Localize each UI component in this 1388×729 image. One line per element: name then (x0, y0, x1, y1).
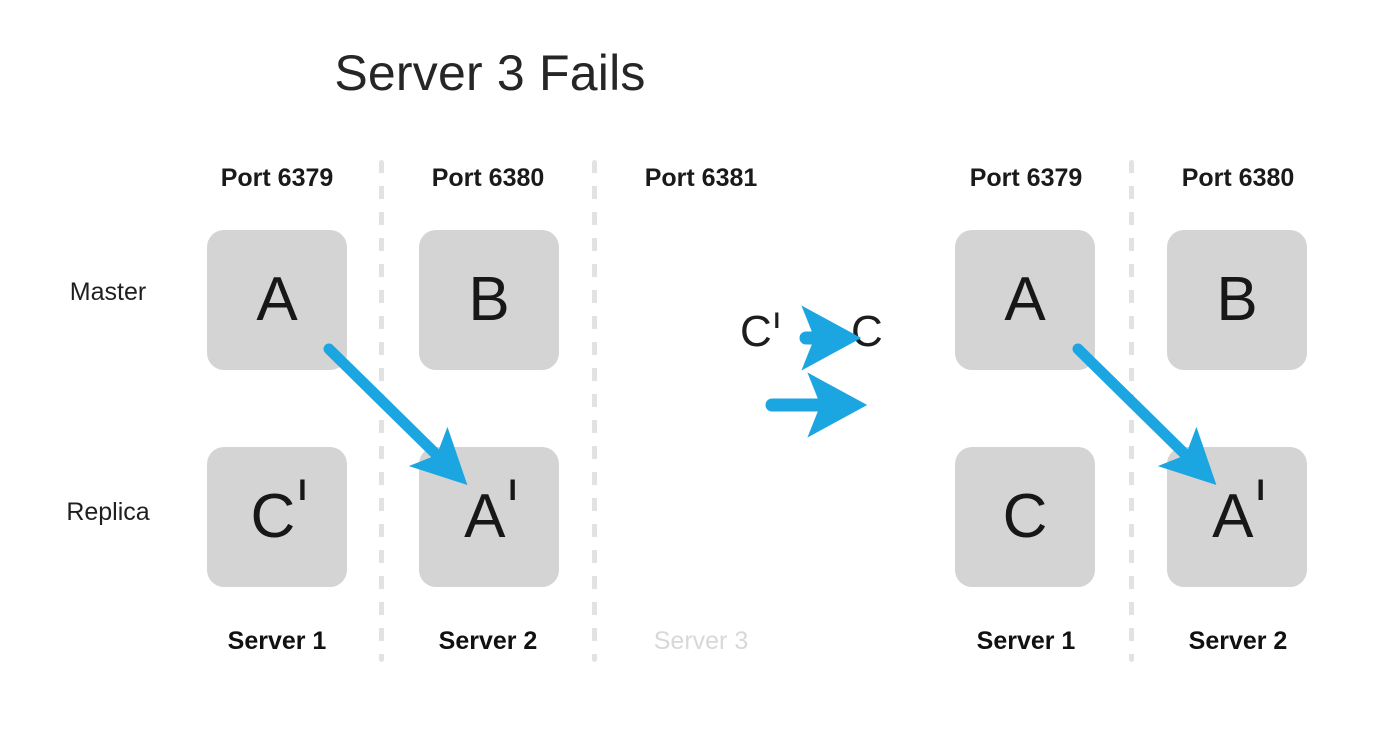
node-letter: A (256, 265, 298, 334)
promotion-legend-target: C (851, 310, 883, 354)
divider-before-2-3 (592, 160, 597, 662)
node-after-server2-master[interactable]: B (1167, 230, 1307, 370)
node-letter: B (1216, 265, 1258, 334)
divider-after-1-2 (1129, 160, 1134, 662)
node-prime-mark: I (1256, 474, 1265, 507)
node-letter: A (1212, 482, 1254, 551)
port-label-after-2: Port 6380 (1181, 164, 1295, 192)
promotion-source-prime: I (773, 308, 780, 333)
node-before-server2-replica[interactable]: A I (419, 447, 559, 587)
server-label-after-2: Server 2 (1188, 627, 1288, 655)
port-label-after-1: Port 6379 (969, 164, 1083, 192)
divider-before-1-2 (379, 160, 384, 662)
node-prime-mark: I (508, 474, 517, 507)
node-before-server1-replica[interactable]: C I (207, 447, 347, 587)
node-letter: B (468, 265, 510, 334)
node-letter: A (464, 482, 506, 551)
node-after-server1-master[interactable]: A (955, 230, 1095, 370)
page-title: Server 3 Fails (334, 45, 646, 101)
node-letter: C (1002, 482, 1048, 551)
server-label-before-2: Server 2 (438, 627, 538, 655)
node-after-server1-replica[interactable]: C (955, 447, 1095, 587)
promotion-target-letter: C (851, 307, 883, 356)
row-label-replica: Replica (66, 498, 150, 526)
promotion-legend-source: CI (740, 307, 780, 356)
node-prime-mark: I (298, 474, 307, 507)
promotion-source-letter: C (740, 307, 772, 356)
server-label-after-1: Server 1 (976, 627, 1076, 655)
node-before-server2-master[interactable]: B (419, 230, 559, 370)
port-label-before-1: Port 6379 (220, 164, 334, 192)
port-label-before-2: Port 6380 (431, 164, 545, 192)
port-label-before-3: Port 6381 (644, 164, 758, 192)
node-letter: A (1004, 265, 1046, 334)
row-label-master: Master (69, 278, 147, 306)
node-after-server2-replica[interactable]: A I (1167, 447, 1307, 587)
server-label-before-3: Server 3 (653, 627, 749, 655)
node-letter: C (250, 482, 296, 551)
node-before-server1-master[interactable]: A (207, 230, 347, 370)
server-label-before-1: Server 1 (227, 627, 327, 655)
